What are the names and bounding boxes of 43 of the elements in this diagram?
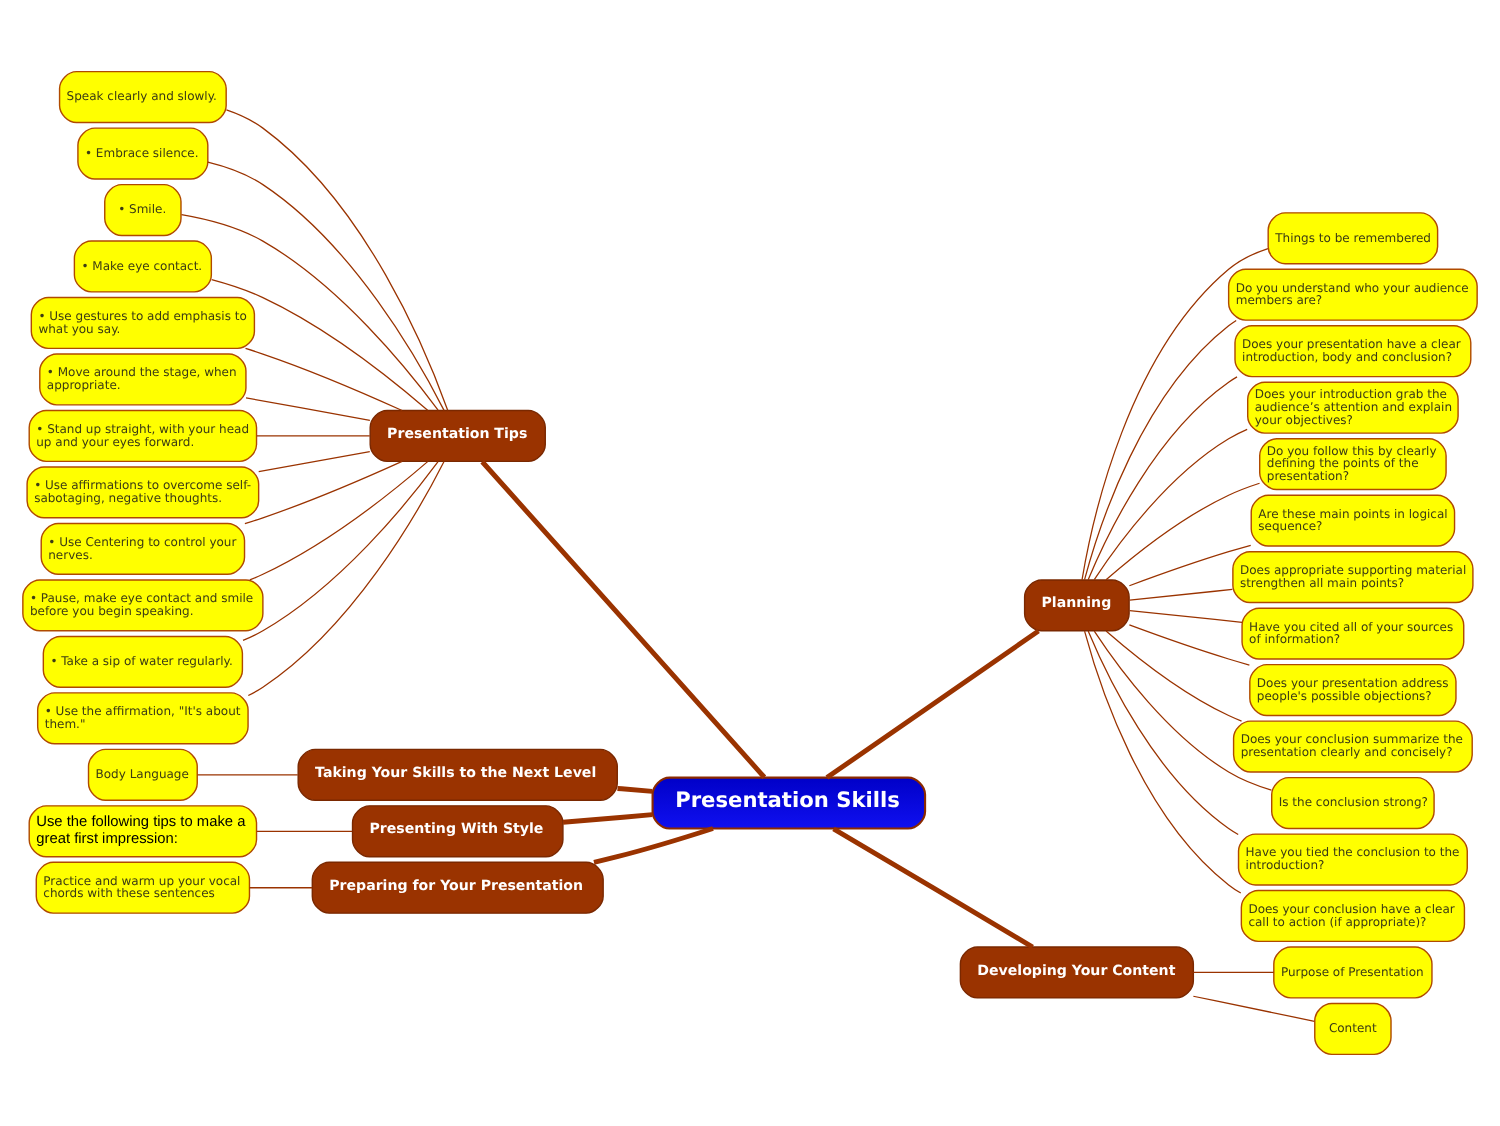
- node-box: Presentation Skills: [651, 776, 927, 830]
- connector: [256, 830, 353, 832]
- connector: [207, 161, 445, 412]
- connector: [825, 629, 1040, 780]
- connector: [1192, 971, 1275, 974]
- connector: [258, 450, 371, 473]
- connector: [196, 774, 299, 776]
- connector: [245, 397, 371, 421]
- connector: [1105, 482, 1261, 581]
- connector: [247, 460, 445, 697]
- connector: [225, 109, 449, 411]
- connector: [1093, 428, 1248, 581]
- node-box: Presenting With Style: [351, 805, 564, 858]
- connector: [211, 278, 429, 411]
- node-box: Planning: [1023, 579, 1130, 632]
- connector: [1192, 995, 1316, 1022]
- connector: [1093, 630, 1273, 791]
- connector: [1129, 610, 1243, 623]
- connector: [244, 460, 403, 525]
- connector: [1083, 630, 1242, 894]
- connector: [1105, 630, 1243, 722]
- connector: [1128, 624, 1251, 666]
- connector: [1129, 588, 1233, 601]
- connector: [249, 461, 429, 581]
- connector: [256, 435, 371, 437]
- connector: [244, 347, 403, 412]
- connector: [1081, 247, 1269, 581]
- connector: [480, 460, 767, 779]
- connector: [180, 213, 439, 411]
- connector: [1083, 319, 1237, 581]
- node-box: Presentation Tips: [369, 409, 546, 463]
- connector: [242, 461, 439, 642]
- connector: [832, 826, 1034, 950]
- connector: [1128, 544, 1252, 587]
- connector: [248, 887, 313, 889]
- connector: [562, 812, 653, 825]
- node-box: Preparing for Your Presentation: [311, 861, 604, 914]
- connector: [617, 785, 653, 794]
- node-box: Taking Your Skills to the Next Level: [297, 748, 618, 801]
- connector: [1087, 376, 1238, 581]
- connector: [593, 826, 714, 865]
- connector: [1087, 630, 1239, 836]
- node-box: Developing Your Content: [959, 946, 1195, 999]
